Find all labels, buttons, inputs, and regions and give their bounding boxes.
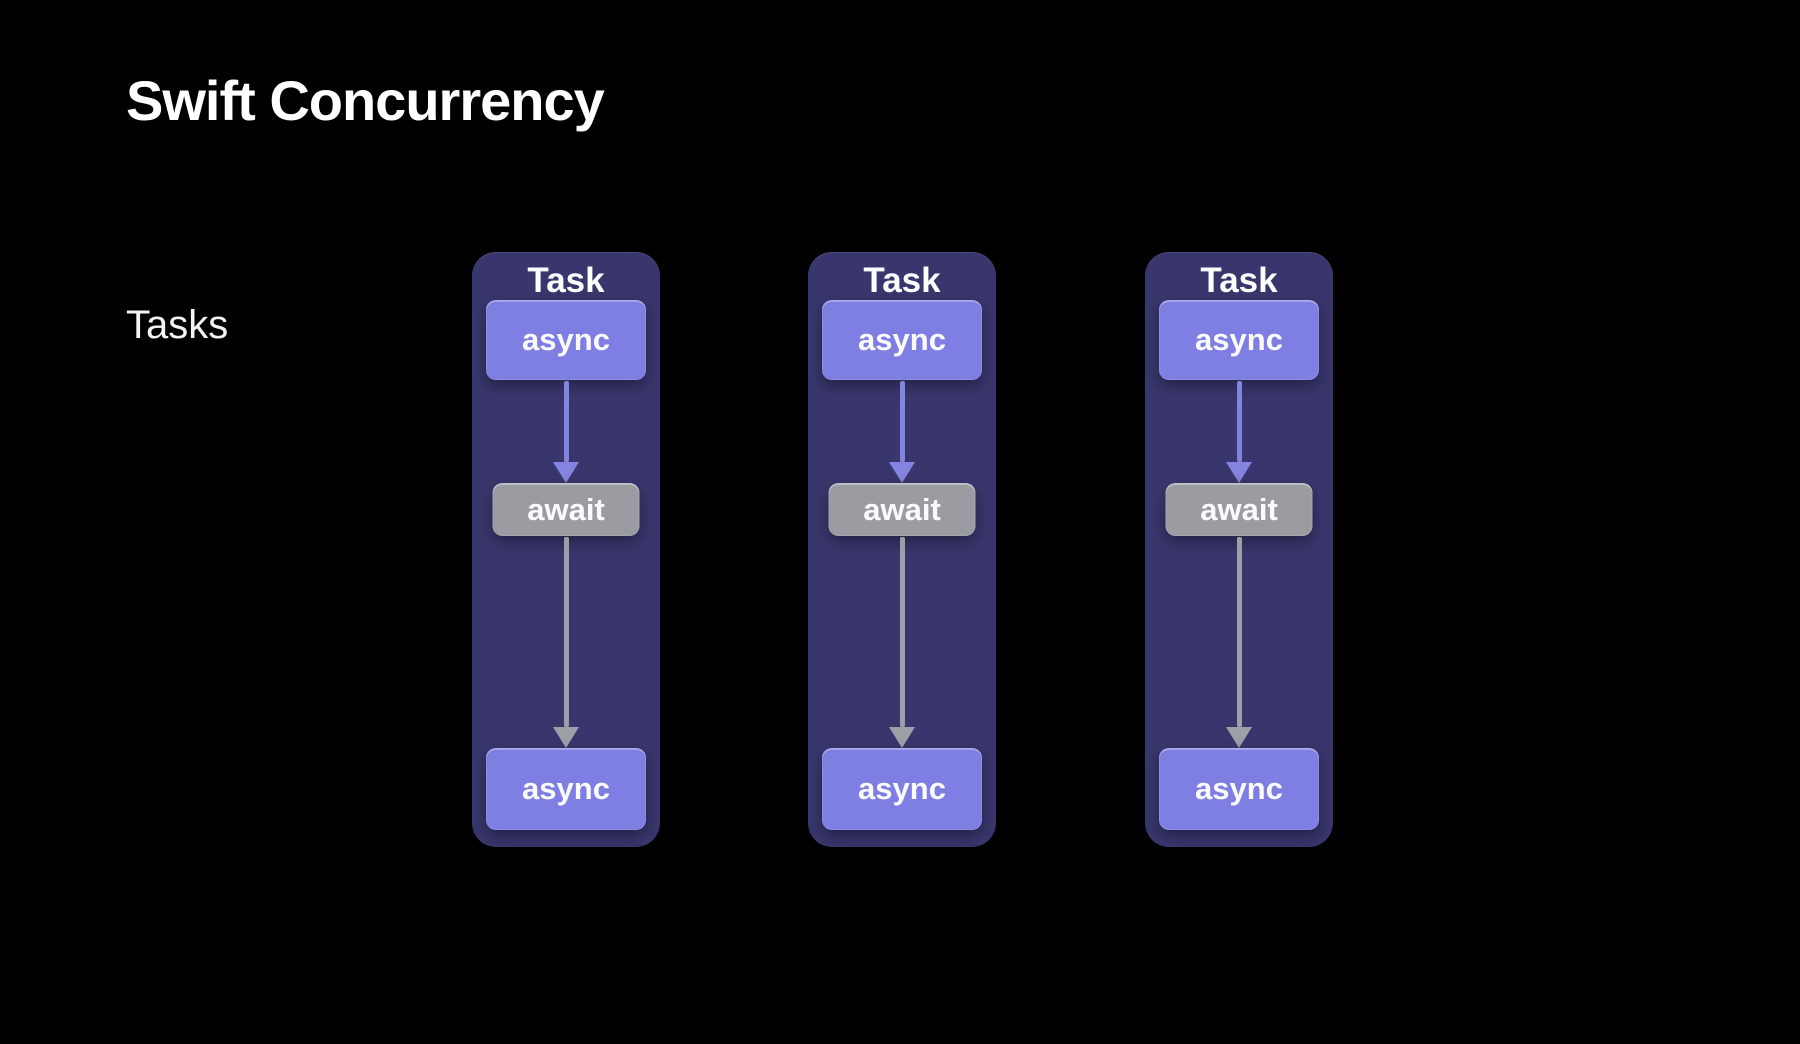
await-box: await: [492, 483, 640, 536]
arrow-down-icon: [472, 381, 660, 483]
arrow-head: [1226, 727, 1252, 748]
async-box: async: [1159, 748, 1319, 830]
arrow-head: [889, 462, 915, 483]
async-box-label: async: [1195, 771, 1283, 806]
arrow-line: [563, 537, 569, 727]
async-box-label: async: [858, 771, 946, 806]
await-box-label: await: [1200, 491, 1278, 527]
arrow-line: [1236, 537, 1242, 727]
async-box-label: async: [522, 771, 610, 806]
async-box-label: async: [522, 322, 610, 357]
arrow-head: [553, 462, 579, 483]
task-column-title: Task: [527, 261, 605, 300]
section-label-tasks: Tasks: [126, 303, 229, 347]
async-box: async: [822, 300, 982, 380]
arrow-line: [563, 381, 569, 462]
arrow-down-icon: [472, 537, 660, 748]
task-column: Task async await async: [472, 252, 660, 847]
await-box: await: [828, 483, 976, 536]
task-column: Task async await async: [808, 252, 996, 847]
await-box-label: await: [863, 491, 941, 527]
arrow-down-icon: [808, 537, 996, 748]
arrow-head: [553, 727, 579, 748]
arrow-line: [1236, 381, 1242, 462]
arrow-head: [889, 727, 915, 748]
arrow-line: [899, 381, 905, 462]
async-box: async: [822, 748, 982, 830]
async-box: async: [486, 748, 646, 830]
task-column-title: Task: [863, 261, 941, 300]
async-box-label: async: [1195, 322, 1283, 357]
arrow-down-icon: [1145, 381, 1333, 483]
async-box-label: async: [858, 322, 946, 357]
arrow-down-icon: [808, 381, 996, 483]
task-column-title: Task: [1200, 261, 1278, 300]
await-box: await: [1165, 483, 1313, 536]
await-box-label: await: [527, 491, 605, 527]
slide-title: Swift Concurrency: [126, 69, 605, 132]
task-column: Task async await async: [1145, 252, 1333, 847]
arrow-line: [899, 537, 905, 727]
arrow-head: [1226, 462, 1252, 483]
arrow-down-icon: [1145, 537, 1333, 748]
async-box: async: [1159, 300, 1319, 380]
async-box: async: [486, 300, 646, 380]
